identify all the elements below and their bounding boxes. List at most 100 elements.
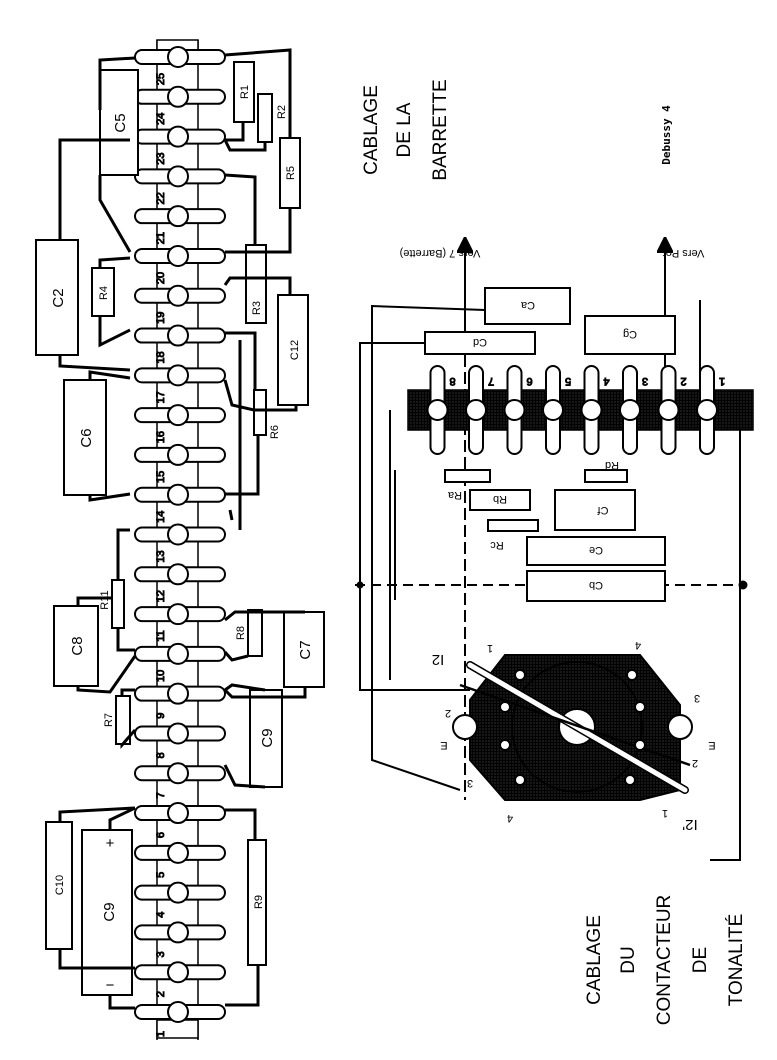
lug-number: 7 <box>155 792 167 798</box>
lug-number: 19 <box>155 312 167 324</box>
label-rd: Rd <box>605 459 619 471</box>
resistor-r4 <box>91 267 115 317</box>
barrette-lug: 9 <box>134 682 226 719</box>
strip-lug-number: 1 <box>719 375 725 387</box>
strip-lug: 6 <box>503 365 533 455</box>
switch-pin-1-top: 1 <box>487 642 493 654</box>
capacitor-c6 <box>63 379 107 496</box>
barrette-lug: 2 <box>134 961 226 998</box>
barrette-lug: 18 <box>134 324 226 364</box>
lug-number: 20 <box>155 272 167 284</box>
lug-number: 17 <box>155 391 167 403</box>
strip-lug-number: 8 <box>449 375 455 387</box>
label-r9: R9 <box>253 895 265 909</box>
capacitor-ca <box>484 287 571 325</box>
label-c2: C2 <box>50 288 67 307</box>
barrette-lug: 23 <box>134 125 226 165</box>
label-cg: Cg <box>623 328 637 340</box>
capacitor-cb <box>526 570 666 602</box>
mount-lug-left <box>452 714 478 740</box>
resistor-rc <box>487 519 539 532</box>
label-c8: C8 <box>69 636 86 655</box>
label-ra: Ra <box>447 489 462 501</box>
barrette-lug: 20 <box>134 244 226 285</box>
mount-lug-right <box>667 714 693 740</box>
capacitor-c12 <box>277 294 309 406</box>
lug-number: 15 <box>155 471 167 483</box>
label-rb: Rb <box>493 493 507 505</box>
lug-number: 12 <box>155 590 167 602</box>
lug-number: 8 <box>155 752 167 758</box>
label-c5: C5 <box>112 113 129 132</box>
lug-number: 21 <box>155 232 167 244</box>
resistor-r8 <box>247 609 263 657</box>
strip-lug-number: 4 <box>603 375 609 387</box>
switch-pin-2-left: 2 <box>445 707 451 719</box>
label-r3: R3 <box>251 301 263 315</box>
capacitor-c9-upper <box>249 689 283 788</box>
barrette-lug: 6 <box>134 802 226 839</box>
label-cd: Cd <box>473 336 487 348</box>
switch-pin-4-bottom: 4 <box>507 812 513 824</box>
lug-number: 10 <box>155 670 167 682</box>
switch-pin-4-top: 4 <box>635 639 641 651</box>
label-r2: R2 <box>276 105 288 119</box>
barrette-lug: 25 <box>134 46 226 86</box>
label-cb: Cb <box>589 579 603 591</box>
barrette-lug: 15 <box>134 443 226 484</box>
barrette-lug: 19 <box>134 284 226 324</box>
barrette-lug: 16 <box>134 404 226 444</box>
label-r7: R7 <box>103 713 115 727</box>
barrette-lug: 10 <box>134 642 226 683</box>
barrette-lug: 21 <box>134 205 226 245</box>
lug-number: 22 <box>155 192 167 204</box>
resistor-ra <box>444 469 491 483</box>
barrette-lug: 24 <box>134 85 226 125</box>
strip-lug: 1 <box>696 365 726 455</box>
barrette-lug: 1 <box>134 1001 226 1038</box>
capacitor-cf <box>554 489 636 531</box>
lug-number: 2 <box>155 991 167 997</box>
label-c10: C10 <box>54 875 66 895</box>
label-cf: Cf <box>597 504 609 516</box>
resistor-r6 <box>253 389 267 436</box>
polarity-plus: + <box>106 835 115 852</box>
label-c9-lower: C9 <box>101 902 118 921</box>
lug-number: 24 <box>155 113 167 125</box>
barrette-lug: 11 <box>134 603 226 642</box>
barrette-lug: 17 <box>134 364 226 404</box>
barrette-lug: 5 <box>134 841 226 878</box>
label-i2: I2 <box>432 651 445 668</box>
label-r5: R5 <box>285 166 297 180</box>
strip-lug-number: 2 <box>680 375 686 387</box>
lug-number: 14 <box>155 511 167 523</box>
barrette-lug: 12 <box>134 563 226 603</box>
label-c6: C6 <box>78 428 95 447</box>
barrette-lug: 4 <box>134 881 226 918</box>
capacitor-cg <box>584 315 676 355</box>
capacitor-ce <box>526 536 666 566</box>
lug-number: 3 <box>155 951 167 957</box>
lug-number: 16 <box>155 431 167 443</box>
strip-lug-number: 6 <box>526 375 532 387</box>
label-r11: R11 <box>99 590 111 609</box>
strip-lug: 4 <box>580 365 610 455</box>
switch-pin-3-left: 3 <box>467 777 473 789</box>
lug-number: 23 <box>155 152 167 164</box>
lug-number: 25 <box>155 73 167 85</box>
resistor-rb <box>469 489 531 511</box>
junction-left <box>356 581 364 589</box>
title-contacteur-line4: DE <box>690 947 711 973</box>
capacitor-c5 <box>99 69 139 176</box>
title-barrette-line2: DE LA <box>394 102 415 157</box>
title-contacteur-line2: DU <box>618 946 639 973</box>
title-barrette-line3: BARRETTE <box>430 79 451 180</box>
credit-debussy: Debussy 4 <box>660 105 673 165</box>
switch-pin-3-right: 3 <box>694 692 700 704</box>
contacteur-wires <box>355 245 745 861</box>
strip-lug: 2 <box>657 365 687 455</box>
label-r4: R4 <box>98 286 110 300</box>
lug-number: 13 <box>155 550 167 562</box>
switch-pin-2-right: 2 <box>692 757 698 769</box>
capacitor-c8 <box>53 605 99 687</box>
